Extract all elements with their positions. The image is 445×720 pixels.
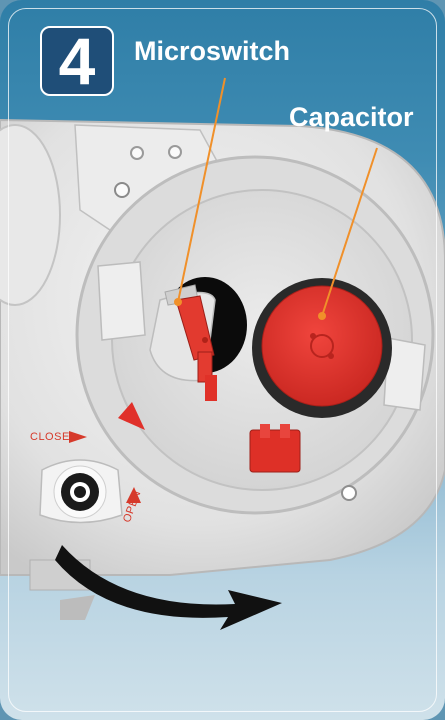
microswitch-label: Microswitch bbox=[134, 36, 290, 67]
capacitor-label: Capacitor bbox=[289, 102, 414, 133]
step-number-badge: 4 bbox=[40, 26, 114, 96]
close-label: CLOSE bbox=[30, 431, 70, 443]
left-tab bbox=[98, 262, 145, 340]
capacitor bbox=[252, 278, 392, 418]
connector bbox=[250, 424, 300, 472]
dial-knob bbox=[40, 460, 122, 523]
